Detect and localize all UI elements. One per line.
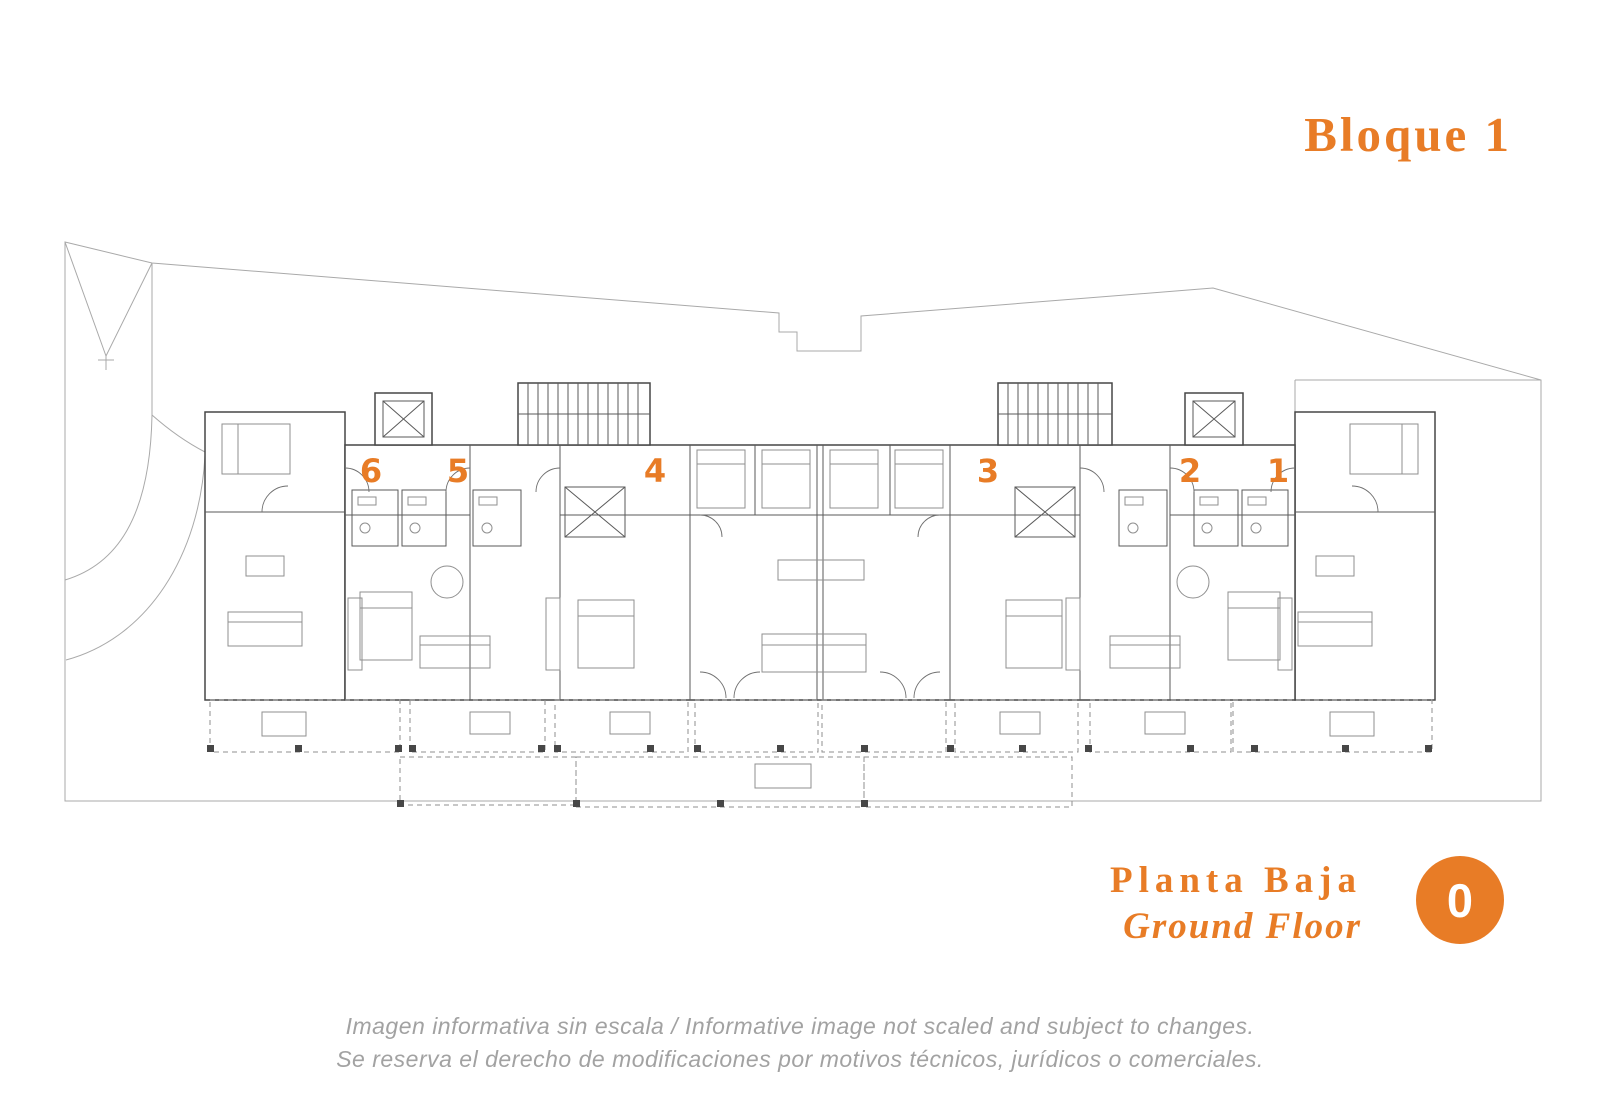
floor-level-number: 0 bbox=[1446, 873, 1474, 927]
disclaimer-line-2: Se reserva el derecho de modificaciones … bbox=[336, 1045, 1264, 1072]
unit-label-6: 6 bbox=[360, 452, 382, 490]
unit-label-1: 1 bbox=[1267, 452, 1289, 490]
unit-label-2: 2 bbox=[1179, 452, 1201, 490]
unit-label-3: 3 bbox=[977, 452, 999, 490]
stairs-right bbox=[998, 383, 1112, 445]
site-boundary bbox=[64, 241, 1542, 802]
disclaimer-line-1: Imagen informativa sin escala / Informat… bbox=[345, 1013, 1255, 1039]
building-walls bbox=[204, 382, 1436, 701]
unit-numbers: 6 5 4 3 2 1 bbox=[360, 452, 1289, 490]
interior-walls bbox=[205, 445, 1435, 700]
elevator-right bbox=[1192, 400, 1236, 438]
unit-label-4: 4 bbox=[644, 452, 666, 490]
elevator-left bbox=[382, 400, 425, 438]
furniture bbox=[221, 423, 1419, 789]
floor-name-spanish: Planta Baja bbox=[1109, 860, 1362, 901]
floor-label: Planta Baja Ground Floor bbox=[1110, 858, 1362, 951]
disclaimer: Imagen informativa sin escala / Informat… bbox=[0, 1010, 1600, 1075]
terraces bbox=[209, 699, 1433, 808]
terrace-columns bbox=[207, 745, 1432, 807]
block-title: Bloque 1 bbox=[1304, 107, 1512, 162]
stairs-left bbox=[518, 383, 650, 445]
door-arcs bbox=[261, 467, 1379, 699]
floor-level-badge: 0 bbox=[1416, 856, 1504, 944]
unit-label-5: 5 bbox=[447, 452, 469, 490]
floor-name-english: Ground Floor bbox=[1123, 906, 1362, 948]
